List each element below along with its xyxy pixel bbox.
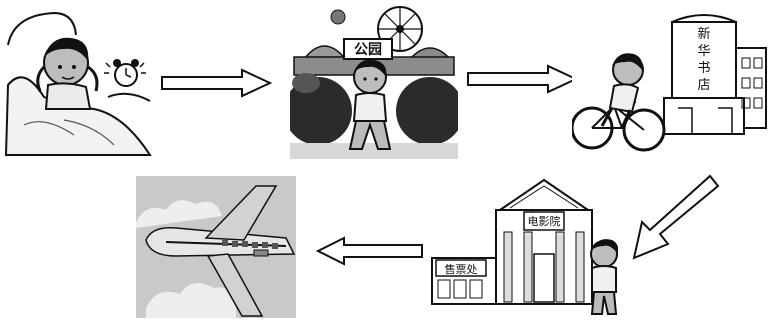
bookstore-sign-4: 店 [697,78,710,93]
right-arrow-icon [466,64,578,94]
scene-bookstore: 新 华 书 店 [572,8,772,158]
scene-waking-up [4,5,152,157]
ferris-wheel-icon [377,6,423,52]
scene-airplane [136,176,296,318]
cinema-sign: 电影院 [528,214,561,228]
left-arrow-icon [316,236,424,266]
bookstore-sign-2: 华 [697,44,710,59]
down-left-arrow-icon [620,172,720,264]
park-sign: 公园 [354,42,382,58]
alarm-clock-icon [104,59,146,87]
bookstore-sign-3: 书 [697,61,710,76]
right-arrow-icon [160,68,272,98]
scene-cinema: 电影院 售票处 [428,172,618,318]
scene-park: 公园 [290,3,458,159]
ticket-office-sign: 售票处 [445,262,478,276]
bookstore-sign-1: 新 [697,26,710,42]
